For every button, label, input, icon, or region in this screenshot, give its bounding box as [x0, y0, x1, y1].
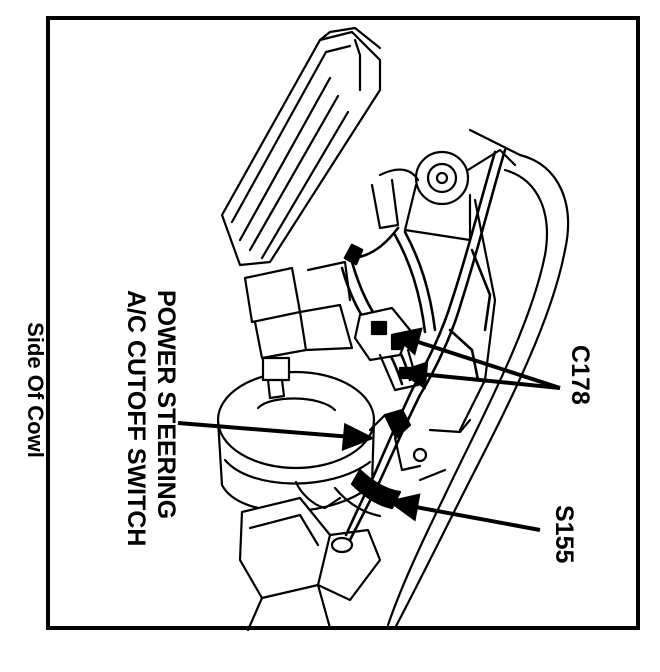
c178-label: C178: [566, 345, 594, 405]
c178-arrowhead-upper: [391, 327, 423, 356]
side-of-cowl-caption: Side Of Cowl: [23, 322, 48, 458]
power-steering-switch-assembly: [368, 408, 428, 472]
c178-arrowhead-lower: [397, 361, 429, 390]
master-cylinder: [243, 260, 354, 400]
power-steering-label-line-2: A/C CUTOFF SWITCH: [122, 290, 150, 546]
c178-arrow-line-upper: [411, 338, 561, 390]
brake-booster: [216, 370, 376, 513]
air-cleaner-housing: [220, 26, 382, 267]
c178-arrow-line-lower: [419, 372, 561, 390]
c178-connector-cluster: [353, 306, 420, 392]
throttle-body: [370, 148, 517, 242]
lower-engine-blocks: [238, 480, 382, 632]
label-power-steering: POWER STEERING A/C CUTOFF SWITCH: [122, 290, 180, 546]
s155-arrow-line: [409, 504, 541, 532]
s155-arrowhead: [387, 493, 421, 522]
power-steering-arrow-line: [177, 421, 353, 439]
s155-label: S155: [550, 505, 578, 563]
body-detail-lines: [418, 198, 497, 482]
power-steering-label-line-1: POWER STEERING: [152, 290, 180, 519]
engine-illustration: [216, 26, 570, 632]
fender-outline: [386, 128, 570, 630]
callout-arrows: [177, 327, 561, 532]
diagram-frame: [46, 16, 640, 630]
power-steering-arrowhead: [341, 422, 375, 452]
